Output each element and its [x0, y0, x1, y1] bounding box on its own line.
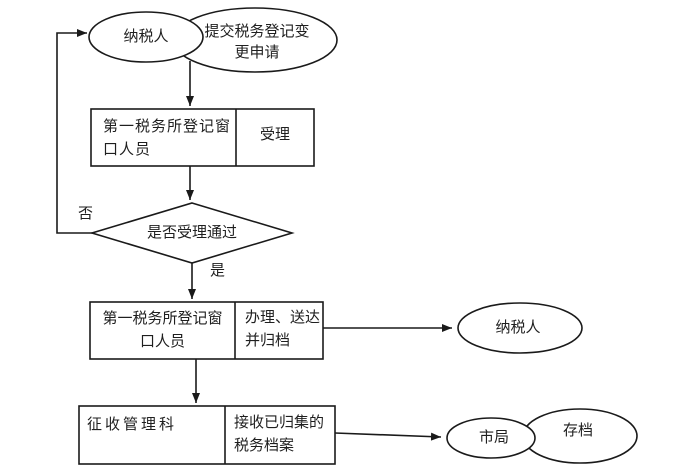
branch-yes-label: 是	[210, 263, 226, 279]
taxpayer-end-label: 纳税人	[495, 320, 541, 336]
archive-label: 存档	[562, 423, 593, 439]
dept-action-label: 接收已归集的 税务档案	[234, 415, 325, 454]
branch-no-label: 否	[78, 206, 94, 222]
process-rect	[89, 301, 324, 360]
taxpayer-end-ellipse	[457, 302, 583, 354]
process-action-label: 办理、送达 并归档	[245, 310, 321, 349]
accept-action-label: 受理	[259, 127, 290, 143]
taxpayer-start-label: 纳税人	[123, 29, 169, 45]
submit-application-label: 提交税务登记变 更申请	[204, 24, 310, 61]
accept-role-label: 第一税务所登记窗 口人员	[103, 119, 232, 158]
taxpayer-start-ellipse	[88, 11, 204, 63]
edge-dept-to-bureau	[334, 432, 442, 441]
process-role-label: 第一税务所登记窗 口人员	[102, 310, 223, 350]
edge-no-feedback	[56, 29, 93, 234]
decision-label: 是否受理通过	[146, 225, 237, 241]
city-bureau-ellipse	[446, 417, 536, 459]
dept-role-label: 征收管理科	[87, 417, 178, 433]
city-bureau-label: 市局	[478, 430, 509, 446]
dept-rect	[78, 405, 336, 465]
accept-rect	[90, 108, 315, 167]
